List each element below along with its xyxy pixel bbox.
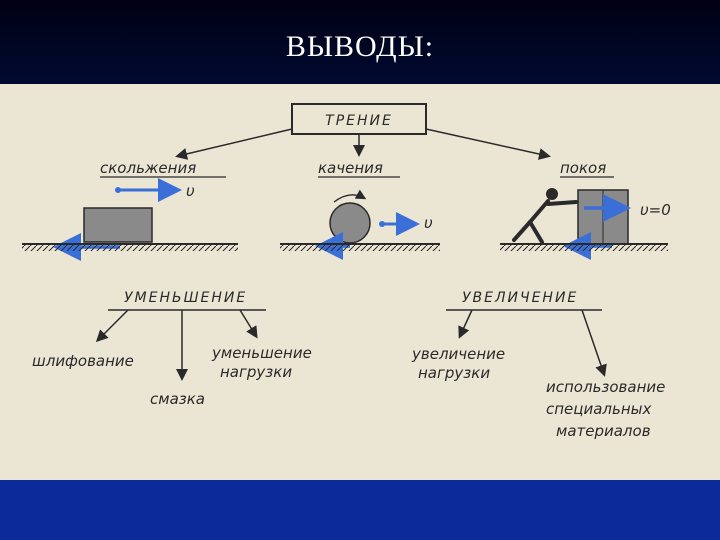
sliding-ground-hatch xyxy=(22,244,238,251)
method-load-decrease-line1: уменьшение xyxy=(211,344,312,362)
person-pushing-icon xyxy=(512,188,578,244)
friction-diagram: ТРЕНИЕ скольжения качения покоя υ υ xyxy=(0,84,720,480)
rolling-ground-hatch xyxy=(280,244,440,251)
type-rest-label: покоя xyxy=(560,159,606,177)
method-load-increase-line2: нагрузки xyxy=(418,364,490,382)
arrow-to-load-increase xyxy=(458,309,473,339)
rest-velocity-label: υ=0 xyxy=(640,201,671,219)
arrow-to-load-decrease xyxy=(239,309,258,339)
sliding-velocity-dot xyxy=(115,187,121,193)
type-sliding-label: скольжения xyxy=(100,159,196,177)
method-special-line2: специальных xyxy=(546,400,652,418)
title-band: ВЫВОДЫ: xyxy=(0,0,720,84)
rolling-rotation-arrow xyxy=(333,189,367,203)
rest-ground-hatch xyxy=(500,244,668,251)
rolling-ball xyxy=(329,202,371,244)
method-polishing: шлифование xyxy=(32,352,134,370)
method-special-line1: использование xyxy=(546,378,665,396)
arrow-to-sliding xyxy=(175,128,293,160)
footer-band xyxy=(0,480,720,540)
root-label: ТРЕНИЕ xyxy=(325,113,393,129)
rolling-velocity-dot xyxy=(379,221,385,227)
method-lubrication: смазка xyxy=(150,390,205,408)
arrow-to-polishing xyxy=(95,309,129,343)
sliding-block xyxy=(83,207,153,243)
diagram-canvas: ТРЕНИЕ скольжения качения покоя υ υ xyxy=(22,103,671,440)
type-rolling-label: качения xyxy=(318,159,383,177)
arrow-to-rest xyxy=(425,128,551,160)
method-load-decrease-line2: нагрузки xyxy=(220,363,292,381)
rolling-velocity-label: υ xyxy=(424,214,433,232)
slide-title: ВЫВОДЫ: xyxy=(285,30,435,63)
increase-label: УВЕЛИЧЕНИЕ xyxy=(462,290,578,306)
decrease-label: УМЕНЬШЕНИЕ xyxy=(124,290,247,306)
method-load-increase-line1: увеличение xyxy=(411,345,505,363)
arrow-to-special-materials xyxy=(581,309,607,377)
sliding-velocity-label: υ xyxy=(186,182,195,200)
method-special-line3: материалов xyxy=(556,422,651,440)
